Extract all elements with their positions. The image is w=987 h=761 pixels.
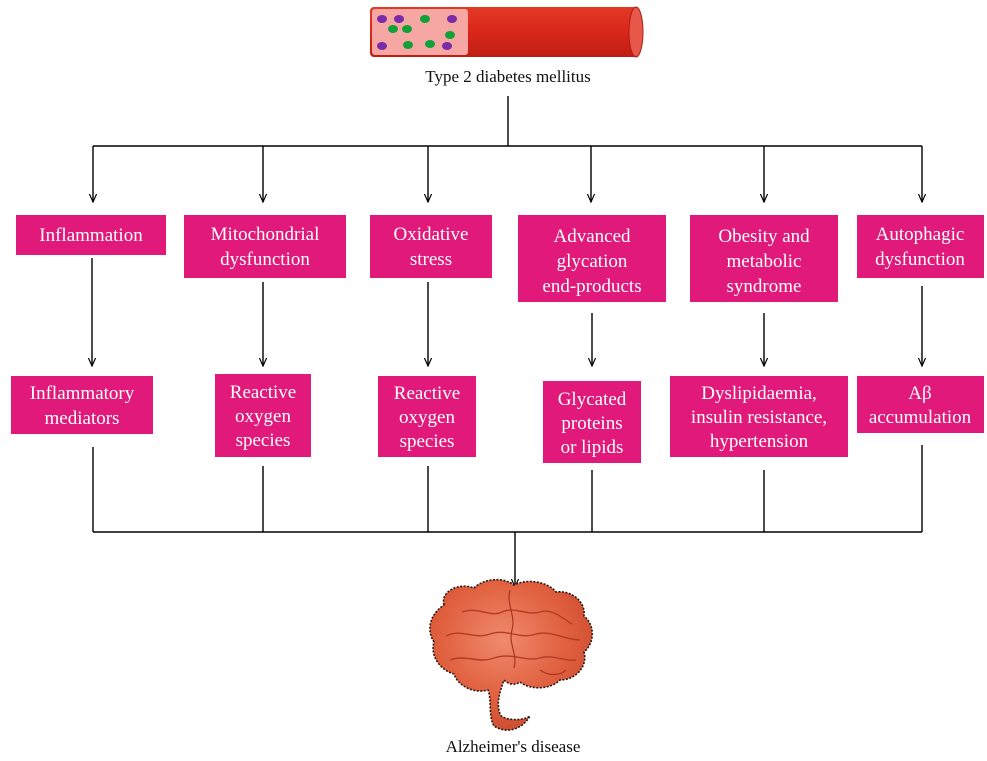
- middle-connectors: [92, 258, 922, 366]
- top-label: Type 2 diabetes mellitus: [425, 67, 590, 86]
- consequence-5-label: Dyslipidaemia,insulin resistance,hyperte…: [691, 383, 827, 452]
- mechanism-1-label: Inflammation: [39, 225, 143, 246]
- consequence-5: Dyslipidaemia,insulin resistance,hyperte…: [670, 376, 848, 457]
- top-connectors: [93, 96, 922, 202]
- mechanism-1: Inflammation: [16, 215, 166, 255]
- blood-vessel-icon: [370, 6, 644, 58]
- bottom-connectors: [92, 445, 923, 587]
- brain-icon: [429, 578, 594, 731]
- bottom-label: Alzheimer's disease: [446, 737, 581, 756]
